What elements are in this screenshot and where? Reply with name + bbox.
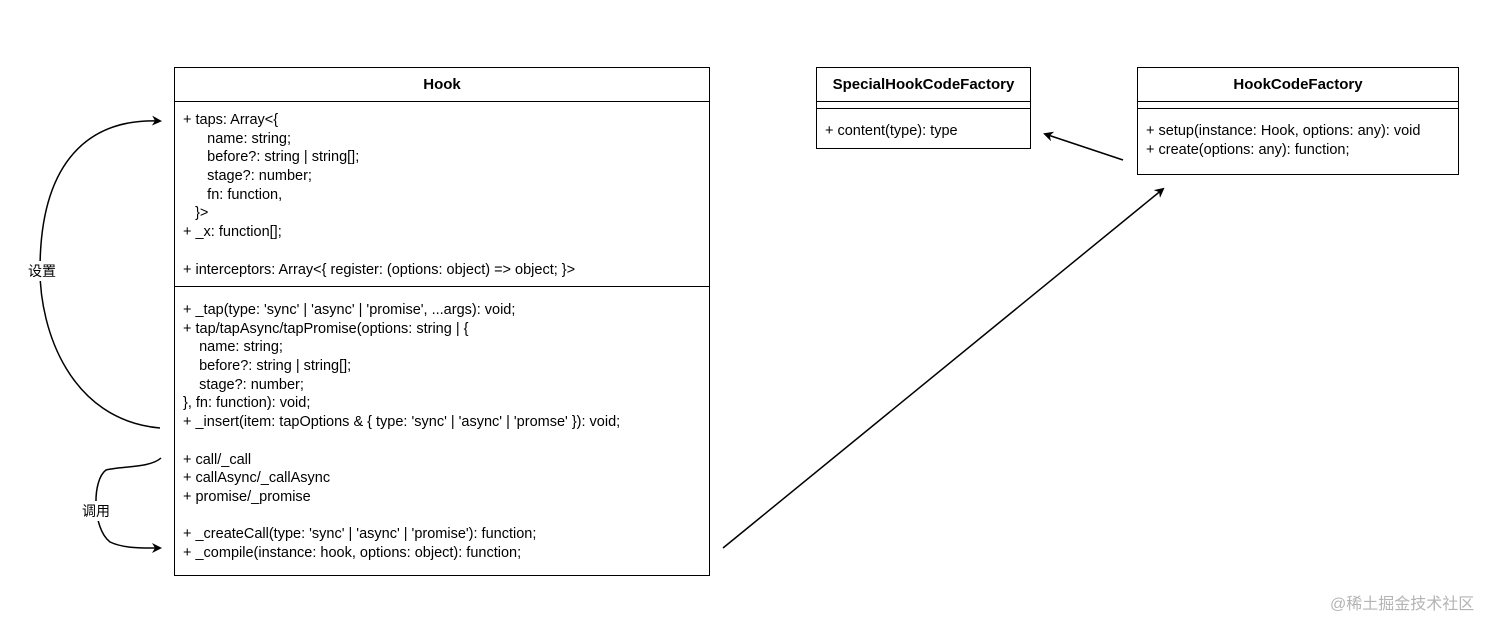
hook-method-line (183, 432, 705, 451)
hook-attribute-line: stage?: number; (183, 168, 312, 185)
special-factory-separator-1 (817, 101, 1030, 102)
codefactory-to-special-arrow (1043, 131, 1124, 161)
watermark: @稀土掘金技术社区 (1330, 596, 1475, 613)
hook-attribute-line: fn: function, (183, 186, 283, 203)
hook-attribute-line: + taps: Array<{ (183, 112, 279, 128)
hook-class-title: Hook (423, 76, 461, 93)
hook-attribute-line: }> (183, 205, 209, 222)
special-factory-separator-2 (817, 108, 1030, 109)
special-factory-method-line: + content(type): type (825, 123, 958, 139)
code-factory-class-box: HookCodeFactory + setup(instance: Hook, … (1137, 67, 1459, 175)
hook-to-codefactory-arrow (722, 187, 1165, 549)
hook-class-box: Hook + taps: Array<{ name: string; befor… (174, 67, 710, 576)
set-curve-arrow (39, 115, 162, 429)
hook-method-line: + _createCall(type: 'sync' | 'async' | '… (183, 526, 537, 543)
hook-method-line: + _compile(instance: hook, options: obje… (183, 544, 522, 561)
code-factory-method-line: + create(options: any): function; (1146, 141, 1350, 158)
special-factory-class-box: SpecialHookCodeFactory + content(type): … (816, 67, 1031, 149)
hook-method-line: + _tap(type: 'sync' | 'async' | 'promise… (183, 302, 516, 318)
hook-method-line: + callAsync/_callAsync (183, 470, 331, 487)
hook-method-line: + call/_call (183, 451, 252, 468)
code-factory-methods: + setup(instance: Hook, options: any): v… (1146, 122, 1454, 159)
hook-attribute-line: name: string; (183, 130, 291, 147)
hook-attr-separator (175, 286, 709, 287)
hook-method-line: + promise/_promise (183, 488, 311, 505)
code-factory-title: HookCodeFactory (1233, 76, 1363, 93)
hook-method-line: + _insert(item: tapOptions & { type: 'sy… (183, 414, 621, 431)
hook-title-separator (175, 101, 709, 102)
hook-method-line: }, fn: function): void; (183, 395, 311, 412)
hook-attribute-line (183, 242, 705, 261)
code-factory-separator-1 (1138, 101, 1458, 102)
hook-methods: + _tap(type: 'sync' | 'async' | 'promise… (183, 301, 705, 563)
special-factory-title: SpecialHookCodeFactory (832, 76, 1015, 93)
hook-attributes: + taps: Array<{ name: string; before?: s… (183, 111, 705, 279)
hook-method-line: stage?: number; (183, 376, 304, 393)
hook-attribute-line: + interceptors: Array<{ register: (optio… (183, 261, 576, 278)
set-label: 设置 (28, 261, 56, 281)
call-label: 调用 (82, 501, 110, 521)
hook-method-line: before?: string | string[]; (183, 358, 352, 375)
hook-method-line: name: string; (183, 339, 283, 356)
hook-method-line (183, 507, 705, 526)
special-factory-methods: + content(type): type (825, 122, 1026, 141)
hook-attribute-line: + _x: function[]; (183, 224, 282, 241)
code-factory-method-line: + setup(instance: Hook, options: any): v… (1146, 123, 1421, 139)
hook-attribute-line: before?: string | string[]; (183, 149, 360, 166)
code-factory-separator-2 (1138, 108, 1458, 109)
hook-method-line: + tap/tapAsync/tapPromise(options: strin… (183, 320, 469, 337)
